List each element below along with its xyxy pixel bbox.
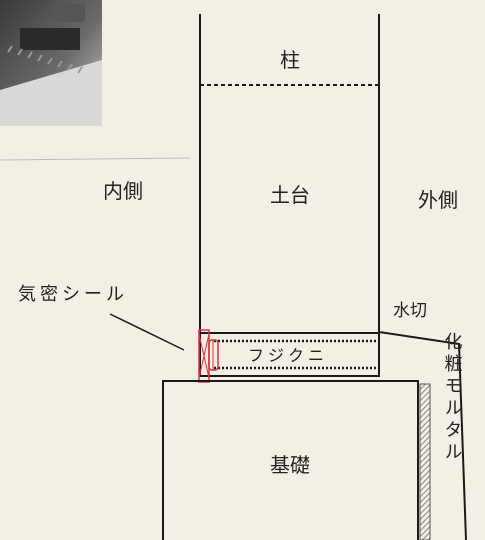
divider-line bbox=[0, 157, 191, 161]
airtight-seal bbox=[198, 329, 219, 383]
label-foundation: 基礎 bbox=[270, 453, 310, 477]
packing-layer bbox=[199, 332, 380, 377]
label-airtight-seal: 気密シール bbox=[18, 284, 128, 305]
foundation bbox=[162, 380, 419, 540]
label-exterior: 外側 bbox=[418, 188, 458, 212]
label-drip-edge: 水切 bbox=[393, 301, 427, 321]
label-finish-mortar: 化粧モルタル bbox=[442, 332, 463, 464]
sill bbox=[199, 86, 380, 335]
photo-thumbnail bbox=[0, 0, 102, 126]
label-interior: 内側 bbox=[103, 179, 143, 203]
pillar bbox=[199, 14, 380, 86]
drip-edge bbox=[378, 331, 467, 540]
label-packing: フジクニ bbox=[248, 346, 328, 365]
seal-leader-line bbox=[109, 313, 185, 351]
finish-mortar-hatch bbox=[419, 383, 431, 540]
label-pillar: 柱 bbox=[280, 48, 300, 72]
label-sill: 土台 bbox=[270, 183, 310, 207]
